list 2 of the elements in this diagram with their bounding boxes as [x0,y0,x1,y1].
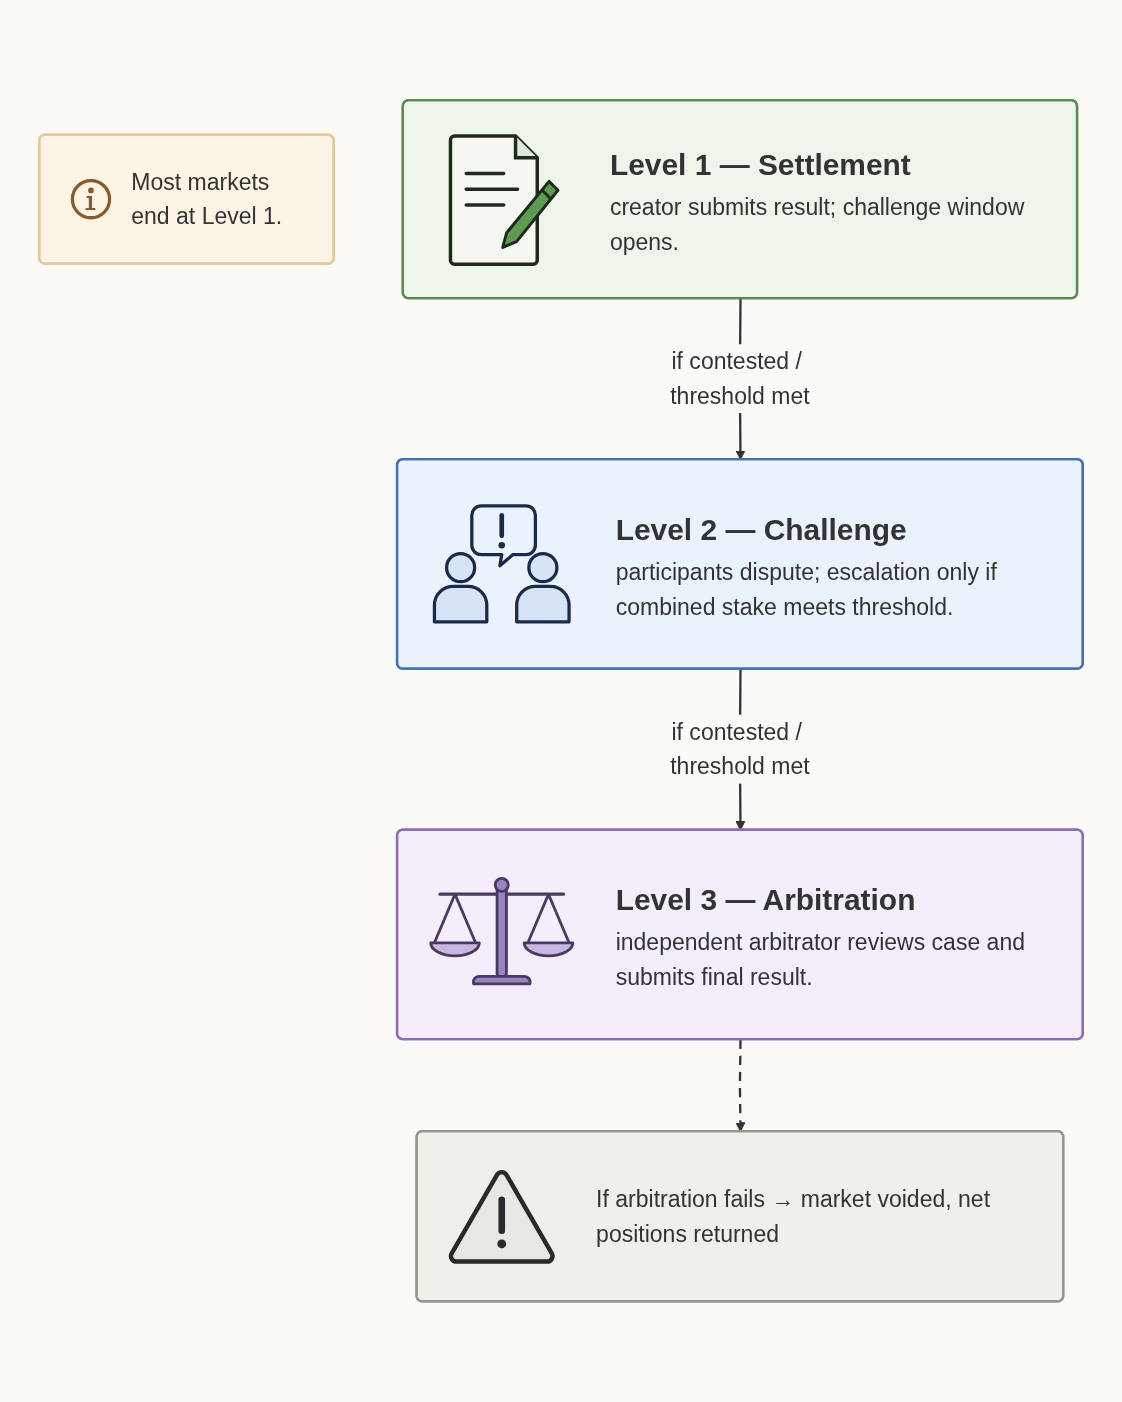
edge-label: if contested / threshold met [670,719,810,780]
edge-label: if contested / threshold met [670,348,810,409]
